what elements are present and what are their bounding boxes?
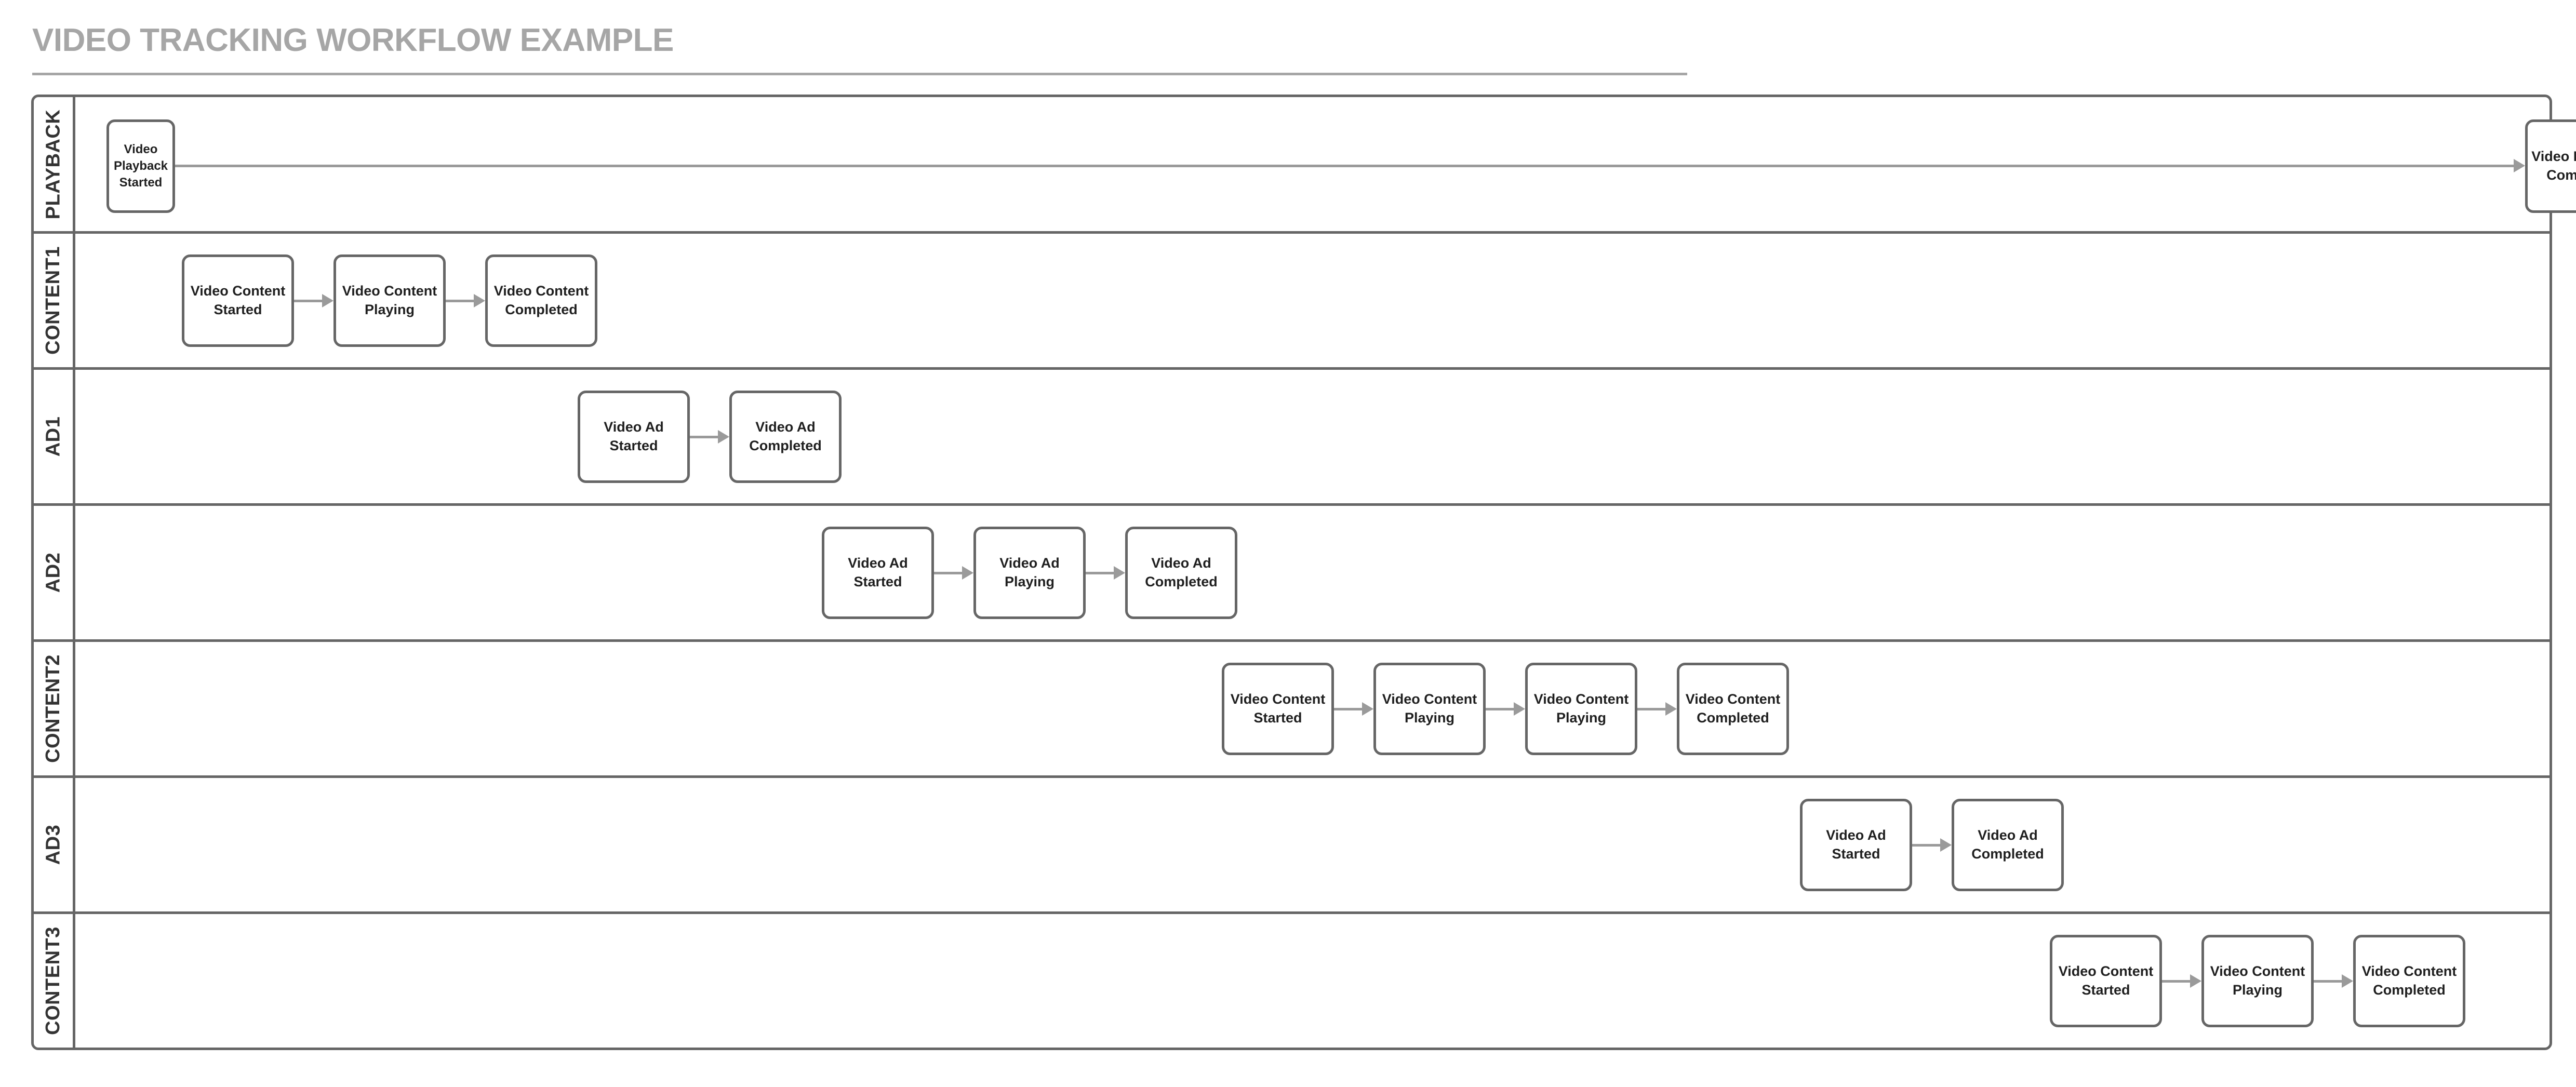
lane-body-content1: Video Content Started Video Content Play…: [75, 234, 2550, 367]
lane-body-content3: Video Content Started Video Content Play…: [75, 914, 2550, 1048]
lane-header-ad1: AD1: [34, 370, 75, 503]
swimlane-pool: PLAYBACK Video Playback Started Video Pl…: [31, 95, 2576, 1050]
edge-c2-playing2-to-completed: [1637, 708, 1665, 710]
edge-arrowhead: [1114, 566, 1125, 580]
edge-c2-started-to-playing1: [1334, 708, 1362, 710]
edge-arrowhead: [1665, 702, 1677, 716]
lane-body-ad2: Video Ad Started Video Ad Playing Video …: [75, 506, 2550, 639]
lane-header-ad3: AD3: [34, 778, 75, 911]
lane-header-playback: PLAYBACK: [34, 97, 75, 231]
lane-body-ad1: Video Ad Started Video Ad Completed: [75, 370, 2550, 503]
lane-ad3: AD3 Video Ad Started Video Ad Completed: [34, 778, 2550, 914]
lane-label-ad1: AD1: [42, 416, 64, 457]
lane-label-playback: PLAYBACK: [42, 109, 64, 219]
lane-body-ad3: Video Ad Started Video Ad Completed: [75, 778, 2550, 911]
edge-c2-playing1-to-playing2: [1486, 708, 1514, 710]
node-ad1-started[interactable]: Video Ad Started: [578, 391, 690, 483]
lane-header-content1: CONTENT1: [34, 234, 75, 367]
lane-ad1: AD1 Video Ad Started Video Ad Completed: [34, 370, 2550, 506]
lane-label-ad2: AD2: [42, 552, 64, 593]
lane-content1: CONTENT1 Video Content Started Video Con…: [34, 234, 2550, 370]
page-title: VIDEO TRACKING WORKFLOW EXAMPLE: [32, 22, 674, 58]
edge-arrowhead: [1940, 838, 1952, 852]
node-content3-started[interactable]: Video Content Started: [2050, 935, 2162, 1027]
lane-content2: CONTENT2 Video Content Started Video Con…: [34, 642, 2550, 778]
lane-header-content2: CONTENT2: [34, 642, 75, 775]
edge-arrowhead: [2514, 159, 2525, 172]
lane-header-content3: CONTENT3: [34, 914, 75, 1048]
edge-a1-started-to-completed: [690, 436, 718, 438]
node-video-playback-started[interactable]: Video Playback Started: [106, 119, 175, 213]
edge-arrowhead: [2190, 974, 2201, 988]
node-ad2-playing[interactable]: Video Ad Playing: [973, 527, 1086, 619]
lane-label-content2: CONTENT2: [42, 654, 64, 763]
edge-arrowhead: [1514, 702, 1525, 716]
edge-a2-started-to-playing: [934, 572, 962, 574]
edge-arrowhead: [2342, 974, 2353, 988]
lane-label-content3: CONTENT3: [42, 927, 64, 1035]
title-divider: [32, 73, 1687, 75]
edge-c1-playing-to-completed: [446, 300, 474, 302]
node-ad3-completed[interactable]: Video Ad Completed: [1952, 799, 2064, 891]
edge-c3-playing-to-completed: [2314, 980, 2342, 983]
lane-body-content2: Video Content Started Video Content Play…: [75, 642, 2550, 775]
node-content1-completed[interactable]: Video Content Completed: [485, 254, 597, 347]
node-content2-playing-2[interactable]: Video Content Playing: [1525, 663, 1637, 755]
edge-c1-started-to-playing: [294, 300, 322, 302]
node-content1-started[interactable]: Video Content Started: [182, 254, 294, 347]
edge-a3-started-to-completed: [1912, 844, 1940, 847]
node-ad3-started[interactable]: Video Ad Started: [1800, 799, 1912, 891]
lane-ad2: AD2 Video Ad Started Video Ad Playing Vi…: [34, 506, 2550, 642]
edge-arrowhead: [962, 566, 973, 580]
lane-body-playback: Video Playback Started Video Playback Co…: [75, 97, 2576, 231]
lane-playback: PLAYBACK Video Playback Started Video Pl…: [34, 97, 2576, 234]
lane-content3: CONTENT3 Video Content Started Video Con…: [34, 914, 2550, 1048]
node-video-playback-completed[interactable]: Video Playback Completed: [2525, 119, 2576, 213]
node-content2-completed[interactable]: Video Content Completed: [1677, 663, 1789, 755]
node-content3-completed[interactable]: Video Content Completed: [2353, 935, 2465, 1027]
lane-header-ad2: AD2: [34, 506, 75, 639]
node-ad2-completed[interactable]: Video Ad Completed: [1125, 527, 1237, 619]
edge-arrowhead: [322, 294, 333, 307]
node-ad1-completed[interactable]: Video Ad Completed: [729, 391, 842, 483]
edge-a2-playing-to-completed: [1086, 572, 1114, 574]
edge-playback-started-to-completed: [175, 165, 2514, 167]
edge-arrowhead: [1362, 702, 1373, 716]
node-content3-playing[interactable]: Video Content Playing: [2201, 935, 2314, 1027]
node-content2-started[interactable]: Video Content Started: [1222, 663, 1334, 755]
edge-arrowhead: [474, 294, 485, 307]
node-content2-playing-1[interactable]: Video Content Playing: [1373, 663, 1486, 755]
lane-label-ad3: AD3: [42, 824, 64, 865]
edge-arrowhead: [718, 430, 729, 444]
node-content1-playing[interactable]: Video Content Playing: [333, 254, 446, 347]
node-ad2-started[interactable]: Video Ad Started: [822, 527, 934, 619]
edge-c3-started-to-playing: [2162, 980, 2190, 983]
lane-label-content1: CONTENT1: [42, 246, 64, 355]
